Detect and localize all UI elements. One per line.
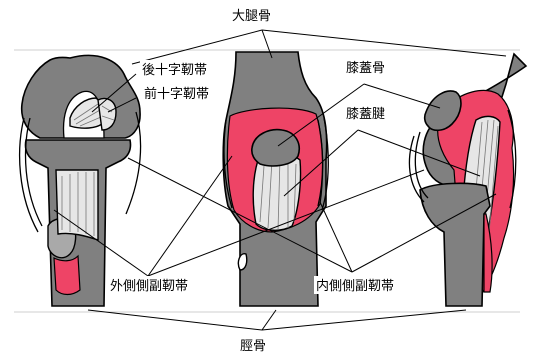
anterior-view <box>223 52 328 306</box>
label-tibia: 脛骨 <box>238 336 278 354</box>
label-mcl-text: 内側側副靭帯 <box>316 278 394 294</box>
label-patella-text: 膝蓋骨 <box>346 61 385 76</box>
label-patellar-tendon-text: 膝蓋腱 <box>346 107 385 122</box>
label-acl: 前十字靭帯 <box>142 84 210 102</box>
label-lcl-text: 外側側副靭帯 <box>110 279 188 294</box>
label-patellar-tendon: 膝蓋腱 <box>344 104 400 122</box>
lateral-tibia <box>420 183 490 306</box>
label-femur-text: 大腿骨 <box>232 9 271 24</box>
lateral-view <box>409 54 526 306</box>
label-tibia-text: 脛骨 <box>240 339 266 354</box>
label-lcl: 外側側副靭帯 <box>108 276 202 294</box>
label-patella: 膝蓋骨 <box>344 58 400 76</box>
label-femur: 大腿骨 <box>230 6 282 24</box>
label-pcl-text: 後十字靭帯 <box>142 63 207 78</box>
posterior-view <box>20 55 141 306</box>
posterior-red-region <box>54 256 80 295</box>
anterior-tibial-notch <box>238 254 246 270</box>
anterior-patella <box>252 130 299 166</box>
label-mcl: 内側側副靭帯 <box>314 276 408 294</box>
label-pcl: 後十字靭帯 <box>140 60 208 78</box>
label-acl-text: 前十字靭帯 <box>144 86 209 102</box>
